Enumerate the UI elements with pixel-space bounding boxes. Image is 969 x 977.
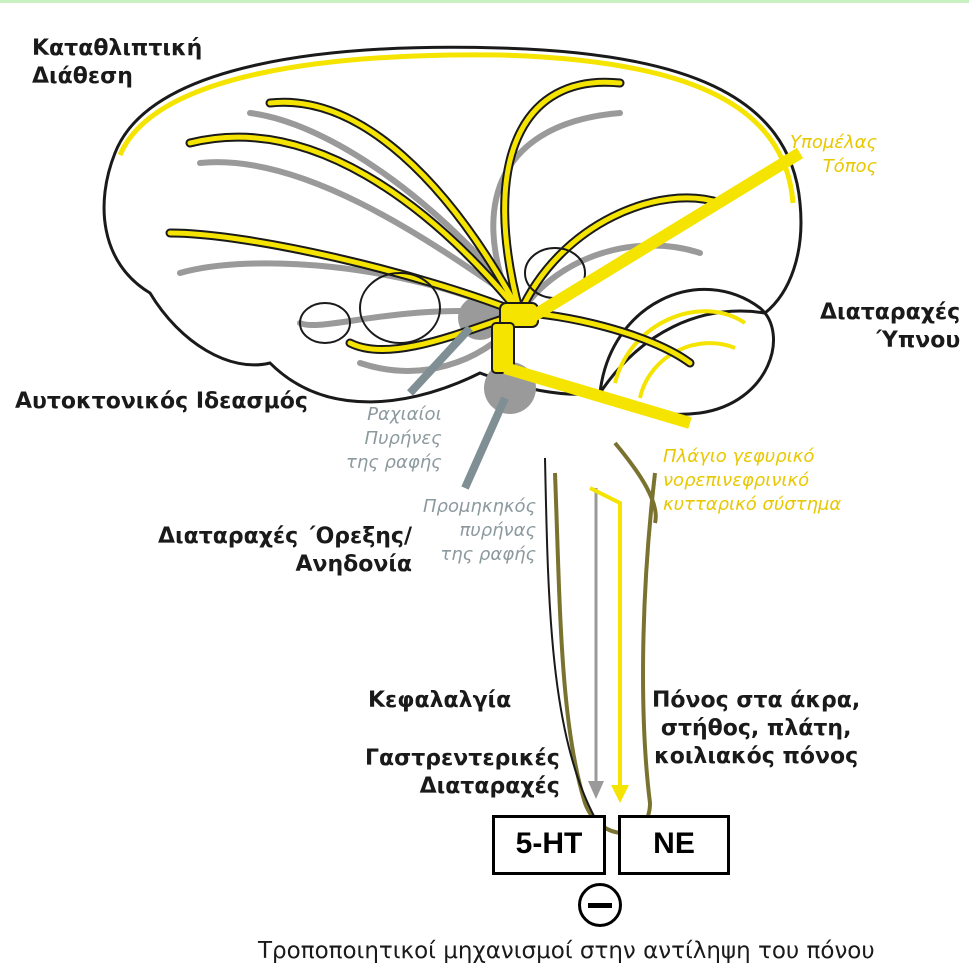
spinal-cord <box>555 473 655 833</box>
depressed-mood-label: Καταθλιπτική Διάθεση <box>32 35 202 91</box>
headache-label: Κεφαλαλγία <box>368 687 511 715</box>
gastrointestinal-label: Γαστρεντερικές Διαταραχές <box>365 745 560 801</box>
pain-sites-label: Πόνος στα άκρα, στήθος, πλάτη, κοιλιακός… <box>652 687 860 771</box>
dorsal-raphe-label: Ραχιαίοι Πυρήνες της ραφής <box>346 403 442 475</box>
locus-coeruleus-label: Υπομέλας Τόπος <box>790 131 877 179</box>
medullary-raphe-pointer <box>465 398 505 488</box>
inhibition-minus-icon <box>578 883 622 927</box>
cerebellum <box>600 289 774 414</box>
norepinephrine-box: NE <box>618 815 730 875</box>
serotonin-box: 5-HT <box>492 815 606 875</box>
suicidal-ideation-label: Αυτοκτονικός Ιδεασμός <box>15 388 308 416</box>
medullary-raphe-label: Προμηκηκός πυρήνας της ραφής <box>423 495 536 567</box>
locus-pointer <box>530 153 800 318</box>
lateral-pontine-system-label: Πλάγιο γεφυρικό νορεπινεφρινικό κυτταρικ… <box>663 445 841 517</box>
bottom-caption: Τροποποιητικοί μηχανισμοί στην αντίληψη … <box>258 937 875 965</box>
appetite-anhedonia-label: Διαταραχές ΄Ορεξης/ Ανηδονία <box>158 523 412 579</box>
sleep-disorders-label: Διαταραχές ΄Υπνου <box>820 299 960 355</box>
